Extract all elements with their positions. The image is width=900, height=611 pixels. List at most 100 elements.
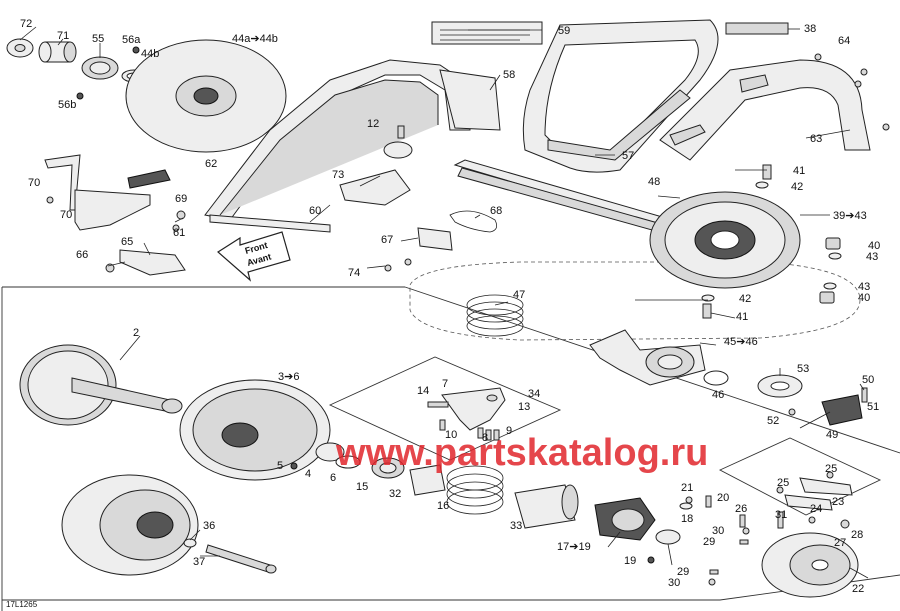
callout-17-19: 17➔19: [557, 541, 591, 553]
callout-46: 46: [712, 389, 724, 401]
callout-69: 69: [175, 193, 187, 205]
bushing-18: [655, 529, 681, 545]
callout-25-left: 25: [777, 477, 789, 489]
decal-38: [725, 22, 789, 35]
screw-74-b: [384, 264, 392, 272]
washer-43-top: [828, 252, 842, 260]
callout-48: 48: [648, 176, 660, 188]
callout-43-top: 43: [866, 251, 878, 263]
screw-70-bottom: [46, 196, 54, 204]
screw-74-a: [404, 258, 412, 266]
callout-18: 18: [681, 513, 693, 525]
spacer-71: [38, 41, 77, 63]
lever-arm-69: [74, 189, 151, 231]
spring-47: [466, 294, 524, 337]
callout-43-bottom: 43: [858, 281, 870, 293]
callout-19: 19: [624, 555, 636, 567]
ring-46: [703, 370, 729, 386]
callout-28: 28: [851, 529, 863, 541]
callout-55: 55: [92, 33, 104, 45]
washer-72: [6, 38, 34, 58]
callout-20: 20: [717, 492, 729, 504]
callout-56a: 56a: [122, 34, 141, 46]
screw-25-left: [776, 486, 784, 494]
callout-36: 36: [203, 520, 215, 532]
callout-70-top: 70: [28, 177, 40, 189]
callout-63: 63: [810, 133, 822, 145]
callout-30-top: 30: [712, 525, 724, 537]
cam-45: [589, 329, 706, 386]
callout-13: 13: [518, 401, 530, 413]
callout-61: 61: [173, 227, 185, 239]
callout-52: 52: [767, 415, 779, 427]
callout-71: 71: [57, 30, 69, 42]
callout-7: 7: [442, 378, 448, 390]
washer-61-a: [176, 210, 186, 220]
spider-17: [594, 497, 656, 541]
clip-68: [449, 210, 498, 233]
callout-47: 47: [513, 289, 525, 301]
callout-44a-44b: 44a➔44b: [232, 33, 278, 45]
spring-16: [446, 465, 504, 515]
bearing-55: [81, 56, 119, 80]
spacer-40-bottom: [819, 291, 835, 304]
callout-67: 67: [381, 234, 393, 246]
dot-19: [647, 556, 655, 564]
retaining-dot-56a: [132, 46, 140, 54]
washer-30-top: [742, 527, 750, 535]
cover-33: [514, 484, 579, 529]
callout-64: 64: [838, 35, 850, 47]
retaining-dot-56b: [76, 92, 84, 100]
belt-guard-63: [659, 59, 871, 161]
figure-code: 17L1265: [6, 600, 38, 609]
front-direction-arrow: Front Avant: [217, 231, 291, 282]
callout-12: 12: [367, 118, 379, 130]
callout-56b: 56b: [58, 99, 76, 111]
driven-pulley-39: [649, 191, 801, 289]
governor-cup-22: [761, 532, 859, 598]
pin-29-bottom: [709, 569, 719, 575]
hardware-21: [679, 496, 693, 510]
pin-10: [439, 419, 446, 431]
callout-70-bottom: 70: [60, 209, 72, 221]
callout-29-top: 29: [703, 536, 715, 548]
screw-25-right: [826, 471, 834, 479]
movable-sheave-3: [179, 379, 331, 481]
bolt-26: [739, 514, 746, 528]
washer-36: [183, 538, 197, 548]
washer-43-bottom: [823, 282, 837, 290]
callout-62: 62: [205, 158, 217, 170]
washer-42-bottom: [701, 294, 715, 302]
callout-10: 10: [445, 429, 457, 441]
bolt-41-bottom: [702, 303, 712, 319]
rollers-8-9: [477, 427, 500, 441]
bracket-67: [417, 227, 453, 251]
callout-42-top: 42: [791, 181, 803, 193]
callout-74: 74: [348, 267, 360, 279]
callout-65: 65: [121, 236, 133, 248]
callout-24: 24: [810, 503, 822, 515]
callout-41-bottom: 41: [736, 311, 748, 323]
callout-60: 60: [309, 205, 321, 217]
warning-decal-59: [431, 21, 543, 45]
callout-44b: 44b: [141, 48, 159, 60]
bearing-15: [371, 457, 405, 479]
screw-52: [788, 408, 796, 416]
arm-25-23: [784, 477, 853, 511]
callout-40-bottom: 40: [858, 292, 870, 304]
mount-bracket-58: [439, 69, 501, 131]
pad-62: [127, 169, 171, 189]
callout-50: 50: [862, 374, 874, 386]
callout-33: 33: [510, 520, 522, 532]
callout-66: 66: [76, 249, 88, 261]
callout-40-top: 40: [868, 240, 880, 252]
ring-6: [335, 455, 361, 469]
callout-34: 34: [528, 388, 540, 400]
callout-29-bottom: 29: [677, 566, 689, 578]
callout-68: 68: [490, 205, 502, 217]
callout-4: 4: [305, 468, 311, 480]
fixed-sheave-2: [19, 344, 183, 426]
bushing-4: [315, 442, 345, 462]
drive-pulley-assembly: [61, 474, 199, 576]
